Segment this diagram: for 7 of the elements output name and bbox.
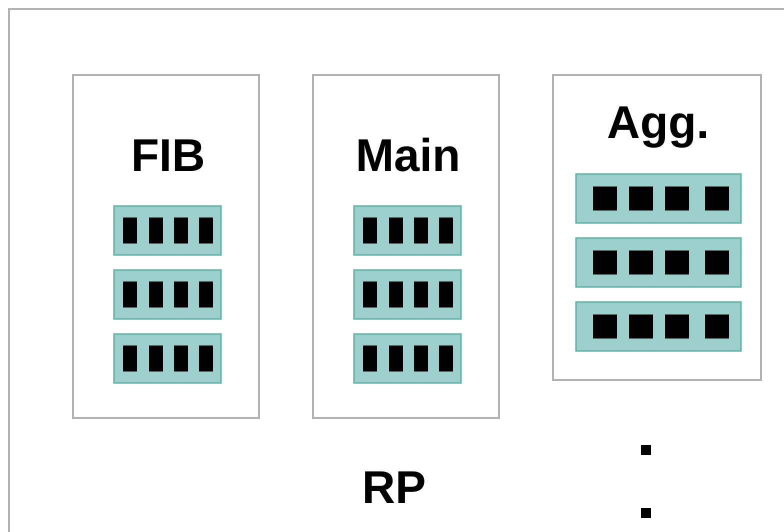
panel-box	[72, 74, 260, 419]
panel-title: FIB	[130, 132, 206, 178]
panel-box	[8, 8, 784, 532]
panel-box	[552, 74, 762, 381]
panel-box	[312, 74, 500, 419]
panel-title: Main	[356, 132, 460, 178]
panel-title: RP	[362, 464, 426, 510]
